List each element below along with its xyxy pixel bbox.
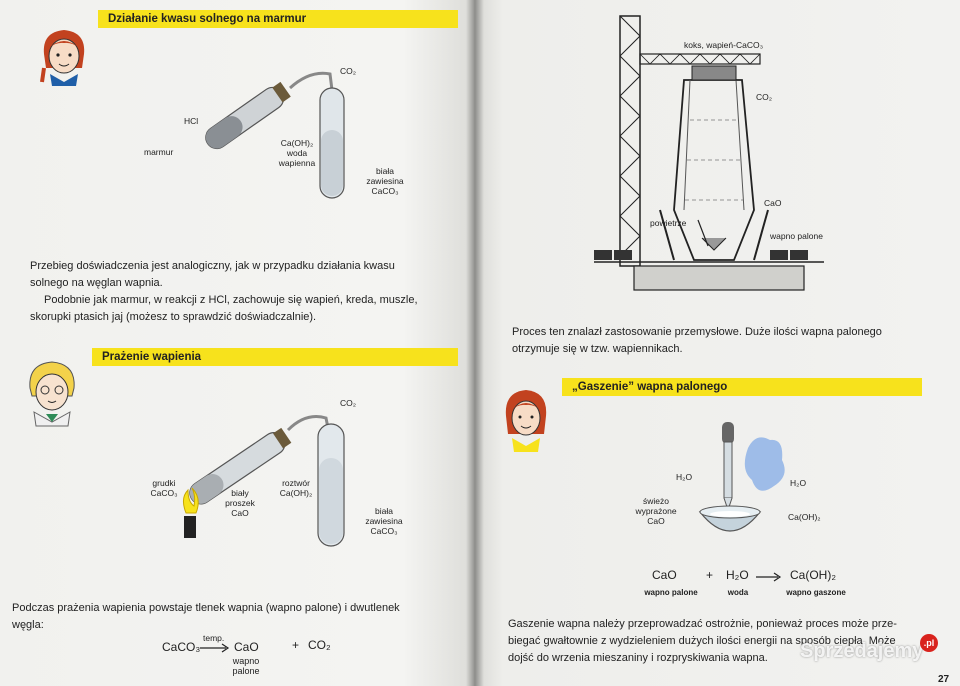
label-biala-zawiesina: biała zawiesina CaCO₃ [366, 166, 404, 196]
equation-r2: H₂O [726, 568, 749, 582]
lime-kiln-diagram [594, 15, 824, 291]
equation-plus: + [292, 638, 300, 652]
label-hcl: HCl [184, 116, 199, 126]
equation-plus: + [706, 568, 714, 582]
section-title-band: Działanie kwasu solnego na marmur [98, 10, 458, 28]
label-h2o: H₂O [676, 472, 693, 482]
equation-r1: CaO [652, 568, 677, 582]
label-powietrze: powietrze [650, 218, 687, 228]
section-title: Działanie kwasu solnego na marmur [108, 13, 307, 25]
section-title: Prażenie wapienia [102, 351, 202, 363]
equation-product1: CaO [234, 640, 259, 654]
label-bialy-proszek: biały proszek CaO [225, 488, 255, 518]
label-biala-zawiesina: biała zawiesina CaCO₃ [365, 506, 403, 536]
section-title: „Gaszenie” wapna palonego [572, 381, 728, 393]
label-caoh2: Ca(OH)₂ [788, 512, 821, 522]
equation-reactant: CaCO₃ [162, 640, 201, 654]
label-co2: CO₂ [756, 92, 773, 102]
section-title-band: Prażenie wapienia [92, 348, 458, 366]
watermark-text: Sprzedajemy [800, 640, 924, 662]
lime-slaking-apparatus [698, 422, 785, 532]
label-co2: CO₂ [340, 66, 357, 76]
book-gutter [466, 0, 484, 686]
watermark-badge: .pl [920, 634, 938, 652]
arrow-icon [200, 643, 230, 653]
paragraph-3: Proces ten znalazł zastosowanie przemysł… [512, 326, 882, 355]
section-title-band: „Gaszenie” wapna palonego [562, 378, 922, 396]
label-koks: koks, wapień-CaCO₃ [684, 40, 764, 50]
hcl-marble-apparatus [205, 71, 345, 199]
page-number: 27 [938, 674, 950, 685]
equation-p1: Ca(OH)₂ [790, 568, 836, 582]
label-h2o: H₂O [790, 478, 807, 488]
label-marmur: marmur [144, 147, 174, 157]
girl-character-icon [505, 390, 547, 452]
equation-caption-wapno-gaszone: wapno gaszone [786, 588, 846, 597]
label-roztwor: roztwór Ca(OH)₂ [279, 478, 313, 498]
label-caoh2: Ca(OH)₂ woda wapienna [278, 138, 316, 168]
equation-caption-wapno-palone: wapno palone [644, 588, 698, 597]
paragraph-2: Podczas prażenia wapienia powstaje tlene… [12, 602, 400, 631]
boy-character-icon [29, 361, 75, 427]
label-swiezo-wyprazone: świeżo wyprażone CaO [635, 496, 677, 526]
paragraph-1: Przebieg doświadczenia jest analogiczny,… [30, 260, 418, 323]
limestone-heating-apparatus [182, 415, 345, 547]
right-page: koks, wapień-CaCO₃ CO₂ CaO powietrze wap… [474, 0, 960, 686]
equation-condition: temp. [203, 633, 225, 643]
equation-caption-woda: woda [727, 588, 749, 597]
label-co2: CO₂ [340, 398, 357, 408]
left-page: Działanie kwasu solnego na marmur CO₂ HC… [0, 0, 474, 686]
label-grudki: grudki CaCO₃ [150, 478, 178, 498]
label-cao: CaO [764, 198, 782, 208]
equation-product2: CO₂ [308, 638, 331, 652]
equation-product1-caption: wapno palone [232, 656, 260, 676]
label-wapno-palone: wapno palone [770, 231, 823, 241]
paragraph-4: Gaszenie wapna należy przeprowadzać ostr… [508, 618, 897, 664]
arrow-icon [756, 572, 782, 582]
girl-character-icon [40, 30, 85, 86]
